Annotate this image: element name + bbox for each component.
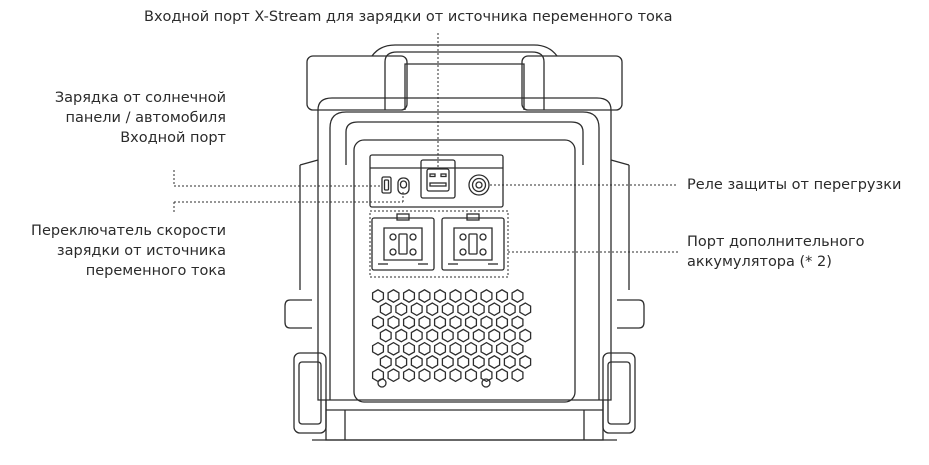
leader-lines [173,33,678,278]
vent-hole [511,368,524,383]
vent-hole [480,289,493,303]
wheel-right [602,352,636,434]
vent-hole [457,328,470,343]
label-battery-port: Порт дополнительного аккумулятора (* 2) [687,234,865,270]
vent-hole [449,289,462,303]
vent-hole [402,289,416,303]
vent-hole [472,355,485,369]
vent-hole [503,328,516,343]
vent-hole [387,341,400,356]
vent-grid [371,289,532,383]
label-charge-switch: Переключатель скорости зарядки от источн… [31,223,226,279]
vent-hole [426,302,439,317]
vent-hole [511,341,524,356]
vent-hole [433,368,447,383]
vent-hole [402,315,416,330]
side-bumpers [284,299,645,329]
vent-hole [410,355,423,369]
screw-left [377,378,387,388]
charge-speed-switch [397,177,410,195]
overload-relay [468,174,490,196]
cart-base [312,400,617,441]
vent-hole [433,315,447,330]
vent-hole [387,315,400,330]
vent-hole [426,328,439,343]
vent-hole [449,341,462,356]
vent-hole [433,341,447,356]
extra-battery-port-2 [441,213,505,271]
vent-hole [472,302,485,317]
vent-hole [379,328,392,343]
vent-hole [488,355,501,369]
solar-input-port [381,176,392,194]
vent-hole [464,289,478,303]
label-overload-relay: Реле защиты от перегрузки [687,177,902,193]
vent-hole [410,328,423,343]
vent-hole [410,302,423,317]
vent-hole [371,289,385,303]
xstream-ac-input [420,159,456,199]
vent-hole [371,341,385,356]
vent-hole [488,328,501,343]
label-solar-input: Зарядка от солнечной панели / автомобиля… [54,90,226,146]
vent-hole [418,368,431,383]
vent-hole [418,315,431,330]
vent-hole [511,289,524,303]
vent-hole [418,341,431,356]
vent-hole [464,341,478,356]
vent-hole [379,355,392,369]
vent-hole [379,302,392,317]
vent-hole [433,289,447,303]
vent-hole [449,368,462,383]
vent-hole [464,368,478,383]
vent-hole [472,328,485,343]
vent-hole [402,368,416,383]
extra-battery-port-1 [371,213,435,271]
vent-hole [480,315,493,330]
vent-hole [441,302,454,317]
screw-right [481,378,491,388]
vent-hole [457,355,470,369]
front-panel [353,139,576,403]
vent-hole [495,368,509,383]
vent-hole [519,302,532,317]
label-xstream-input: Входной порт X-Stream для зарядки от ист… [144,9,673,25]
vent-hole [441,328,454,343]
vent-hole [395,355,408,369]
vent-hole [488,302,501,317]
vent-hole [426,355,439,369]
top-handle [306,44,623,111]
vent-hole [519,328,532,343]
vent-hole [371,315,385,330]
vent-hole [495,289,509,303]
vent-hole [503,355,516,369]
vent-hole [495,315,509,330]
vent-hole [511,315,524,330]
vent-hole [457,302,470,317]
device-body [299,97,630,401]
vent-hole [519,355,532,369]
vent-hole [495,341,509,356]
vent-hole [503,302,516,317]
vent-hole [395,302,408,317]
vent-hole [395,328,408,343]
vent-hole [402,341,416,356]
vent-hole [387,368,400,383]
vent-hole [418,289,431,303]
vent-hole [449,315,462,330]
vent-hole [464,315,478,330]
vent-hole [480,368,493,383]
wheel-left [293,352,327,434]
vent-hole [441,355,454,369]
vent-hole [387,289,400,303]
vent-hole [480,341,493,356]
